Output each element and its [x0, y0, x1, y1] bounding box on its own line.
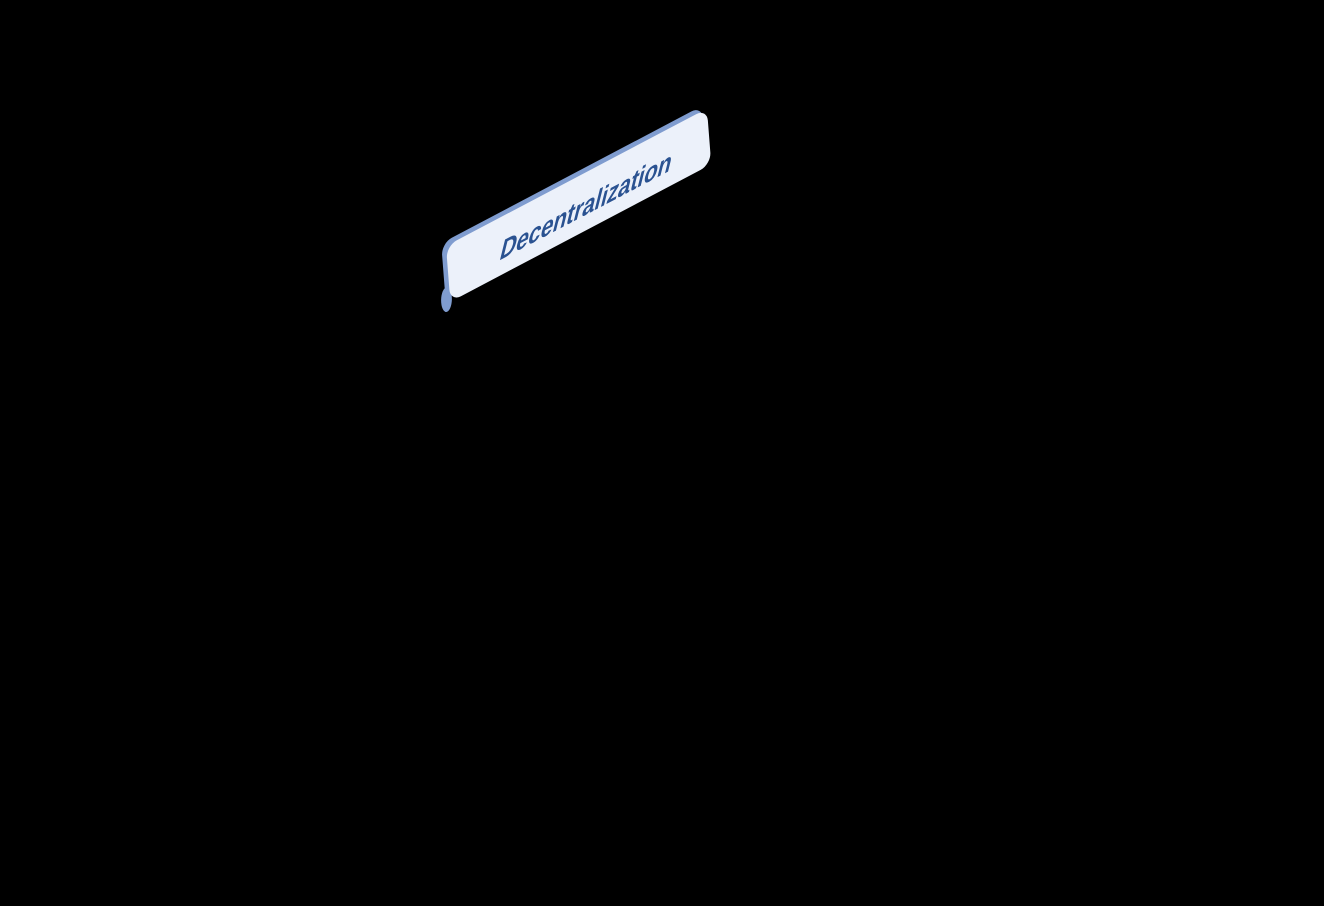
decentralization-bar: Decentralization — [440, 105, 712, 315]
bar-top-face: Decentralization — [446, 108, 712, 302]
bar-label: Decentralization — [496, 144, 676, 268]
